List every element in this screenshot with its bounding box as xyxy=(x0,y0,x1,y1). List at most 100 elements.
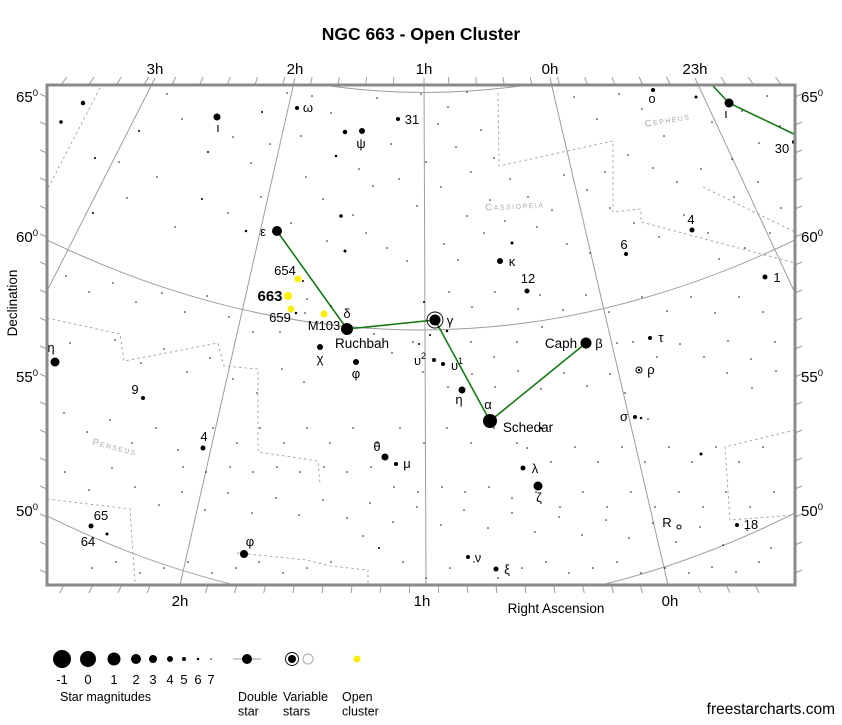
faint-star xyxy=(339,214,343,218)
faint-star xyxy=(691,461,693,463)
faint-star xyxy=(489,199,491,201)
faint-star xyxy=(597,461,599,463)
faint-star xyxy=(204,509,206,511)
faint-star xyxy=(703,356,705,358)
faint-star xyxy=(425,161,427,163)
faint-star xyxy=(445,329,449,333)
faint-star xyxy=(187,561,189,563)
faint-star xyxy=(702,506,704,508)
faint-star xyxy=(181,118,183,120)
legend-magnitude-value: 2 xyxy=(132,672,139,687)
faint-star xyxy=(630,491,632,493)
faint-star xyxy=(252,471,254,473)
faint-star xyxy=(94,157,96,159)
star-marker xyxy=(432,358,436,362)
star-marker xyxy=(429,314,441,326)
faint-star xyxy=(330,561,332,563)
star-label: υ2 xyxy=(414,351,426,368)
constellation-boundary xyxy=(497,92,796,264)
faint-star xyxy=(455,146,457,148)
faint-star xyxy=(493,157,495,159)
faint-star xyxy=(112,282,114,284)
open-cluster-marker xyxy=(287,305,295,313)
faint-star xyxy=(766,95,768,97)
faint-star xyxy=(232,136,234,138)
faint-star xyxy=(390,143,392,145)
faint-star xyxy=(741,110,743,112)
faint-star xyxy=(161,292,163,294)
star-marker xyxy=(213,113,221,121)
faint-star xyxy=(163,348,165,350)
dec-tick-label-left: 500 xyxy=(16,502,38,520)
ra-tick-label-top: 23h xyxy=(682,61,707,78)
legend-magnitude-value: 5 xyxy=(180,672,187,687)
faint-star xyxy=(174,226,176,228)
faint-star xyxy=(80,100,86,106)
star-marker xyxy=(200,445,206,451)
faint-star xyxy=(769,232,771,234)
faint-star xyxy=(470,341,472,343)
star-label: γ xyxy=(447,313,454,328)
faint-star xyxy=(88,489,90,491)
faint-star xyxy=(64,471,66,473)
constellation-line xyxy=(276,230,348,330)
star-label: 64 xyxy=(81,534,95,549)
faint-star xyxy=(582,491,584,493)
site-credit[interactable]: freestarcharts.com xyxy=(707,701,835,718)
faint-star xyxy=(166,93,168,95)
faint-star xyxy=(235,567,237,569)
faint-star xyxy=(138,130,140,132)
faint-star xyxy=(423,442,425,444)
star-marker xyxy=(483,414,497,428)
faint-star xyxy=(762,446,764,448)
cluster-label: 654 xyxy=(274,263,296,278)
faint-star xyxy=(304,312,306,314)
faint-star xyxy=(372,185,374,187)
faint-star xyxy=(586,189,588,191)
star-label: χ xyxy=(317,351,324,366)
faint-star xyxy=(483,232,485,234)
faint-star xyxy=(541,326,543,328)
faint-star xyxy=(494,291,496,293)
faint-star xyxy=(211,572,213,574)
faint-star xyxy=(652,167,654,169)
faint-star xyxy=(733,196,735,198)
star-label: 18 xyxy=(744,517,758,532)
star-marker xyxy=(105,532,109,536)
chart-frame xyxy=(45,83,797,587)
faint-star xyxy=(774,341,776,343)
faint-star xyxy=(750,358,752,360)
faint-star xyxy=(402,561,404,563)
faint-star xyxy=(342,129,348,135)
legend-magnitude-value: 3 xyxy=(149,672,156,687)
faint-star xyxy=(92,212,94,214)
faint-star xyxy=(346,471,348,473)
constellation-line xyxy=(489,342,587,422)
faint-star xyxy=(608,311,610,313)
faint-star xyxy=(562,309,564,311)
faint-star xyxy=(751,387,753,389)
legend-variable-open-dot xyxy=(302,653,314,665)
dec-tick-label-left: 600 xyxy=(16,228,38,246)
star-marker xyxy=(533,481,543,491)
faint-star xyxy=(511,497,513,499)
star-marker xyxy=(394,462,398,466)
faint-star xyxy=(550,461,552,463)
faint-star xyxy=(658,236,660,238)
faint-star xyxy=(551,209,553,211)
faint-star xyxy=(299,471,301,473)
faint-star xyxy=(714,312,716,314)
faint-star xyxy=(718,258,720,260)
faint-star xyxy=(300,135,302,137)
faint-star xyxy=(628,537,630,539)
legend-magnitude-value: -1 xyxy=(56,672,68,687)
faint-star xyxy=(516,341,518,343)
faint-star xyxy=(416,205,418,207)
faint-star xyxy=(647,418,649,420)
legend-magnitude-dot xyxy=(53,650,71,668)
faint-star xyxy=(362,535,364,537)
faint-star xyxy=(609,207,611,209)
faint-star xyxy=(250,162,252,164)
star-marker xyxy=(341,323,353,335)
star-label: σ xyxy=(620,409,628,424)
